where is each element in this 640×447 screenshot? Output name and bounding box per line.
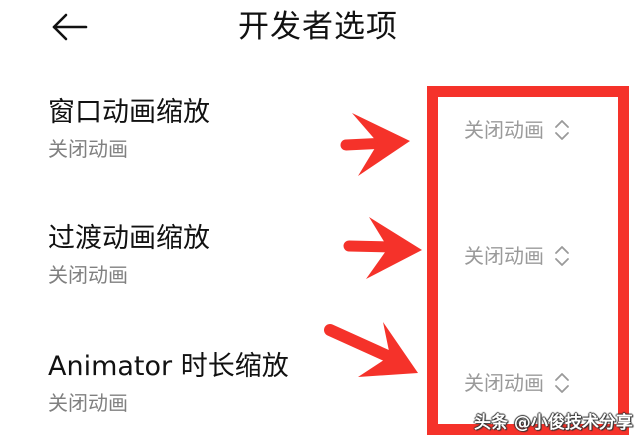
page-title: 开发者选项 bbox=[238, 9, 398, 45]
updown-chevron-icon bbox=[555, 120, 569, 140]
arrow-left-icon bbox=[52, 13, 88, 41]
select-value: 关闭动画 bbox=[464, 118, 544, 142]
setting-transition-animation-scale[interactable]: 过渡动画缩放 关闭动画 关闭动画 bbox=[0, 216, 640, 316]
window-animation-scale-select[interactable]: 关闭动画 bbox=[464, 115, 570, 145]
updown-chevron-icon bbox=[555, 373, 569, 393]
setting-window-animation-scale[interactable]: 窗口动画缩放 关闭动画 关闭动画 bbox=[0, 90, 640, 190]
setting-subtitle: 关闭动画 bbox=[48, 263, 128, 287]
watermark: 头条 @小俊技术分享 bbox=[474, 413, 633, 433]
setting-animator-duration-scale[interactable]: Animator 时长缩放 关闭动画 关闭动画 bbox=[0, 342, 640, 442]
select-value: 关闭动画 bbox=[464, 244, 544, 268]
setting-title: 过渡动画缩放 bbox=[48, 223, 210, 254]
transition-animation-scale-select[interactable]: 关闭动画 bbox=[464, 241, 570, 271]
setting-title: Animator 时长缩放 bbox=[48, 351, 289, 382]
setting-subtitle: 关闭动画 bbox=[48, 137, 128, 161]
select-value: 关闭动画 bbox=[464, 371, 544, 395]
setting-subtitle: 关闭动画 bbox=[48, 391, 128, 415]
back-button[interactable] bbox=[48, 10, 90, 44]
animator-duration-scale-select[interactable]: 关闭动画 bbox=[464, 368, 570, 398]
updown-chevron-icon bbox=[555, 246, 569, 266]
setting-title: 窗口动画缩放 bbox=[48, 97, 210, 128]
